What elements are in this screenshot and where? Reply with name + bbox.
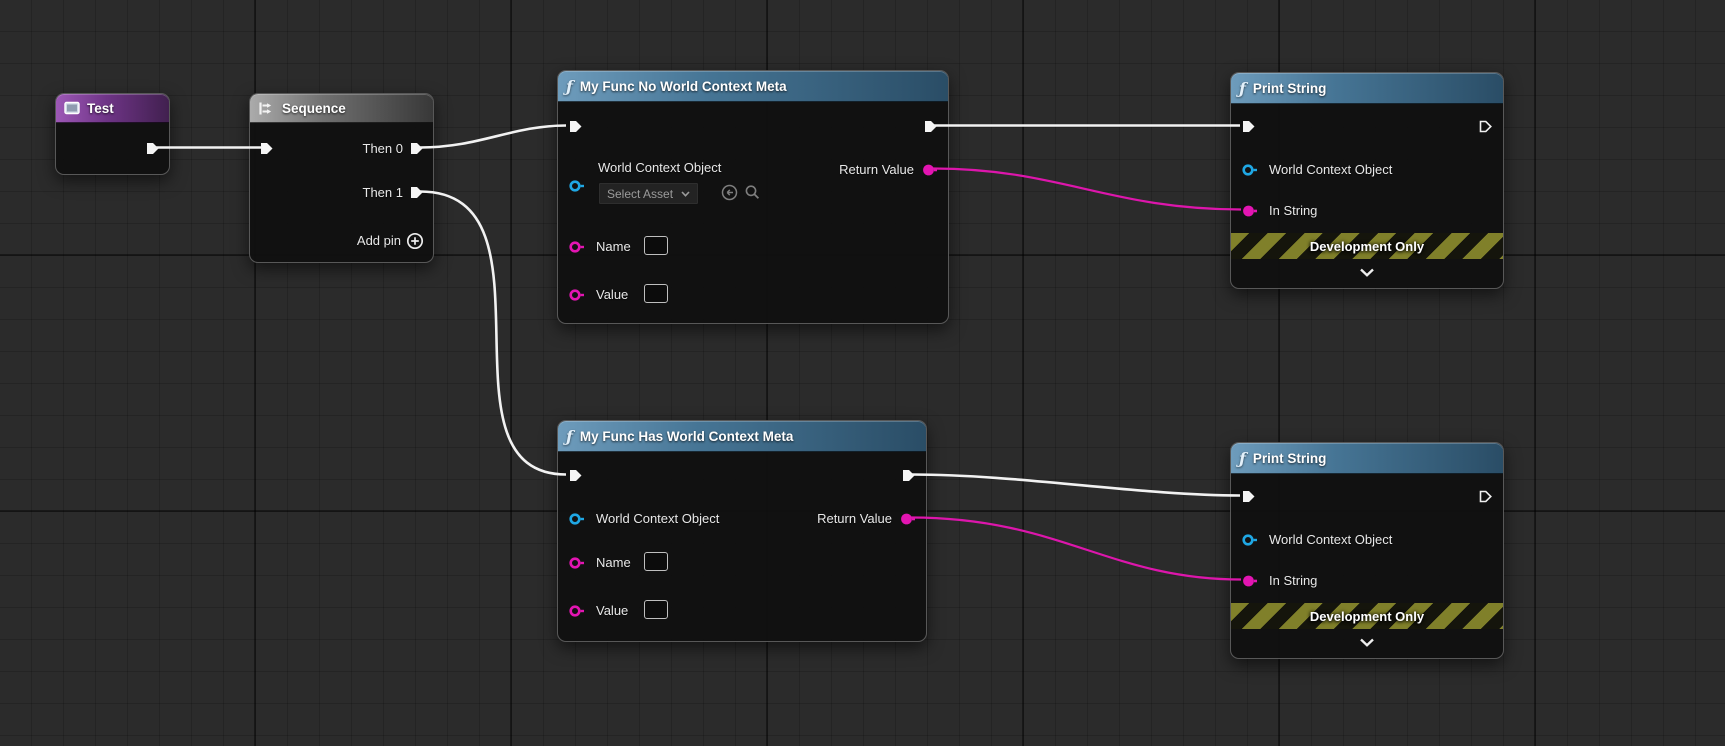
node-func-has-wcm-header[interactable]: ƒ My Func Has World Context Meta — [558, 421, 926, 452]
node-my-func-has-world-context-meta[interactable]: ƒ My Func Has World Context Meta World C… — [557, 420, 927, 642]
exec-out-then0-pin[interactable] — [409, 141, 424, 156]
expand-node-chevron[interactable] — [1359, 638, 1375, 647]
name-input[interactable] — [644, 236, 668, 255]
development-only-banner: Development Only — [1231, 233, 1503, 259]
development-only-label: Development Only — [1309, 608, 1425, 624]
function-icon: ƒ — [566, 76, 573, 96]
node-print-bottom-header[interactable]: ƒ Print String — [1231, 443, 1503, 474]
wire-string-return-to-print-bottom-in-string[interactable] — [910, 516, 1242, 581]
node-title: Sequence — [282, 100, 346, 116]
add-pin-label: Add pin — [356, 233, 401, 248]
return-value-pin[interactable] — [899, 511, 916, 527]
browse-asset-icon[interactable] — [744, 184, 761, 201]
function-icon: ƒ — [1239, 78, 1246, 98]
development-only-label: Development Only — [1309, 238, 1425, 254]
exec-out-pin[interactable] — [923, 119, 938, 134]
node-test-header[interactable]: Test — [56, 94, 169, 123]
node-print-string-top[interactable]: ƒ Print String World Context Object In S… — [1230, 72, 1504, 289]
exec-in-pin[interactable] — [259, 141, 274, 156]
pin-label-then1: Then 1 — [362, 185, 403, 200]
select-asset-label: Select Asset — [607, 186, 674, 201]
exec-out-pin[interactable] — [145, 141, 160, 156]
pin-label-name: Name — [596, 239, 631, 254]
node-title: Test — [87, 100, 114, 116]
node-print-top-header[interactable]: ƒ Print String — [1231, 73, 1503, 104]
pin-label-in-string: In String — [1269, 573, 1318, 588]
use-selected-asset-button[interactable] — [721, 184, 738, 201]
exec-in-pin[interactable] — [1241, 119, 1256, 134]
value-pin[interactable] — [568, 603, 585, 619]
node-print-string-bottom[interactable]: ƒ Print String World Context Object In S… — [1230, 442, 1504, 659]
node-test[interactable]: Test — [55, 93, 170, 175]
pin-label-return-value: Return Value — [817, 511, 892, 526]
node-func-no-wcm-header[interactable]: ƒ My Func No World Context Meta — [558, 71, 948, 102]
function-icon: ƒ — [566, 426, 573, 446]
node-sequence-header[interactable]: Sequence — [250, 94, 433, 123]
value-input[interactable] — [644, 600, 668, 619]
expand-node-chevron[interactable] — [1359, 268, 1375, 277]
node-title: Print String — [1252, 450, 1327, 466]
pin-label-world-context: World Context Object — [1269, 532, 1393, 547]
pin-label-world-context: World Context Object — [596, 511, 720, 526]
exec-out-then1-pin[interactable] — [409, 185, 424, 200]
node-title: My Func Has World Context Meta — [579, 428, 794, 444]
pin-label-then0: Then 0 — [362, 141, 403, 156]
wire-exec-then0-func-no-wcm[interactable] — [419, 124, 567, 149]
exec-in-pin[interactable] — [568, 468, 583, 483]
wire-exec-func-has-wcm-print-bottom[interactable] — [911, 473, 1241, 497]
pin-label-name: Name — [596, 555, 631, 570]
node-my-func-no-world-context-meta[interactable]: ƒ My Func No World Context Meta World Co… — [557, 70, 949, 324]
development-only-banner: Development Only — [1231, 603, 1503, 629]
wire-exec-then1-func-has-wcm[interactable] — [419, 190, 567, 476]
world-context-object-pin[interactable] — [568, 511, 585, 527]
pin-label-value: Value — [596, 287, 629, 302]
wire-string-return-to-print-top-in-string[interactable] — [932, 167, 1242, 211]
world-context-object-pin[interactable] — [568, 178, 585, 194]
return-value-pin[interactable] — [921, 162, 938, 178]
value-pin[interactable] — [568, 287, 585, 303]
select-asset-dropdown[interactable]: Select Asset — [598, 182, 700, 205]
in-string-pin[interactable] — [1241, 203, 1258, 219]
exec-in-pin[interactable] — [568, 119, 583, 134]
add-pin-button[interactable] — [406, 232, 424, 250]
node-title: Print String — [1252, 80, 1327, 96]
pin-label-world-context: World Context Object — [598, 160, 722, 175]
node-sequence[interactable]: Sequence Then 0 Then 1 Add pin — [249, 93, 434, 263]
exec-in-pin[interactable] — [1241, 489, 1256, 504]
pin-label-return-value: Return Value — [839, 162, 914, 177]
sequence-icon — [258, 101, 275, 116]
node-title: My Func No World Context Meta — [579, 78, 787, 94]
pin-label-in-string: In String — [1269, 203, 1318, 218]
pin-label-value: Value — [596, 603, 629, 618]
value-input[interactable] — [644, 284, 668, 303]
pin-label-world-context: World Context Object — [1269, 162, 1393, 177]
chevron-down-icon — [681, 190, 690, 197]
function-icon: ƒ — [1239, 448, 1246, 468]
name-input[interactable] — [644, 552, 668, 571]
world-context-object-pin[interactable] — [1241, 162, 1258, 178]
exec-out-pin[interactable] — [1478, 119, 1493, 134]
world-context-object-pin[interactable] — [1241, 532, 1258, 548]
exec-out-pin[interactable] — [901, 468, 916, 483]
in-string-pin[interactable] — [1241, 573, 1258, 589]
exec-out-pin[interactable] — [1478, 489, 1493, 504]
name-pin[interactable] — [568, 239, 585, 255]
name-pin[interactable] — [568, 555, 585, 571]
window-icon — [64, 101, 80, 115]
